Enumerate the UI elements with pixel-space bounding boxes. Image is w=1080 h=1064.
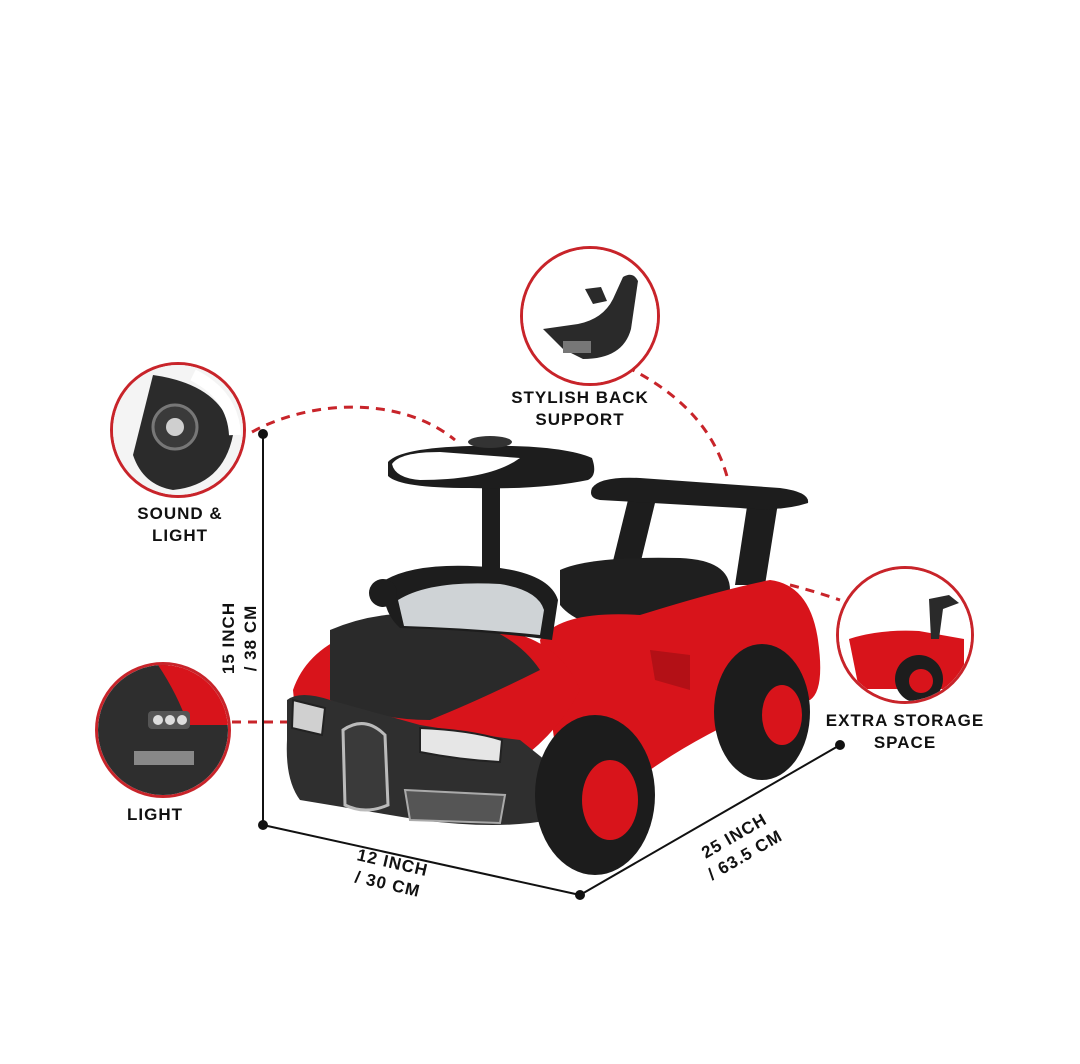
back-support-label: STYLISH BACK SUPPORT xyxy=(495,387,665,431)
height-inch: 15 INCH xyxy=(219,601,238,675)
storage-label: EXTRA STORAGE SPACE xyxy=(810,710,1000,754)
height-dimension-label: 15 INCH / 38 CM xyxy=(218,563,262,713)
length-dimension-line xyxy=(579,744,841,896)
sound-light-label-line2: LIGHT xyxy=(152,526,208,545)
height-cm: / 38 CM xyxy=(241,604,260,672)
sound-light-detail-image xyxy=(110,362,246,498)
light-label: LIGHT xyxy=(127,805,183,824)
storage-label-line1: EXTRA STORAGE xyxy=(825,711,985,730)
sound-light-label-line1: SOUND & xyxy=(137,504,223,523)
back-support-label-line2: SUPPORT xyxy=(535,410,625,429)
callout-storage-line xyxy=(789,583,841,602)
ride-on-car xyxy=(286,436,821,875)
width-dimension-line xyxy=(262,824,581,896)
light-detail-image xyxy=(95,662,231,798)
sound-light-label: SOUND & LIGHT xyxy=(120,503,240,547)
callout-sound-line xyxy=(251,405,456,442)
back-support-detail-image xyxy=(520,246,660,386)
storage-label-line2: SPACE xyxy=(873,733,937,752)
storage-detail-image xyxy=(836,566,974,704)
back-support-label-line1: STYLISH BACK xyxy=(511,388,649,407)
